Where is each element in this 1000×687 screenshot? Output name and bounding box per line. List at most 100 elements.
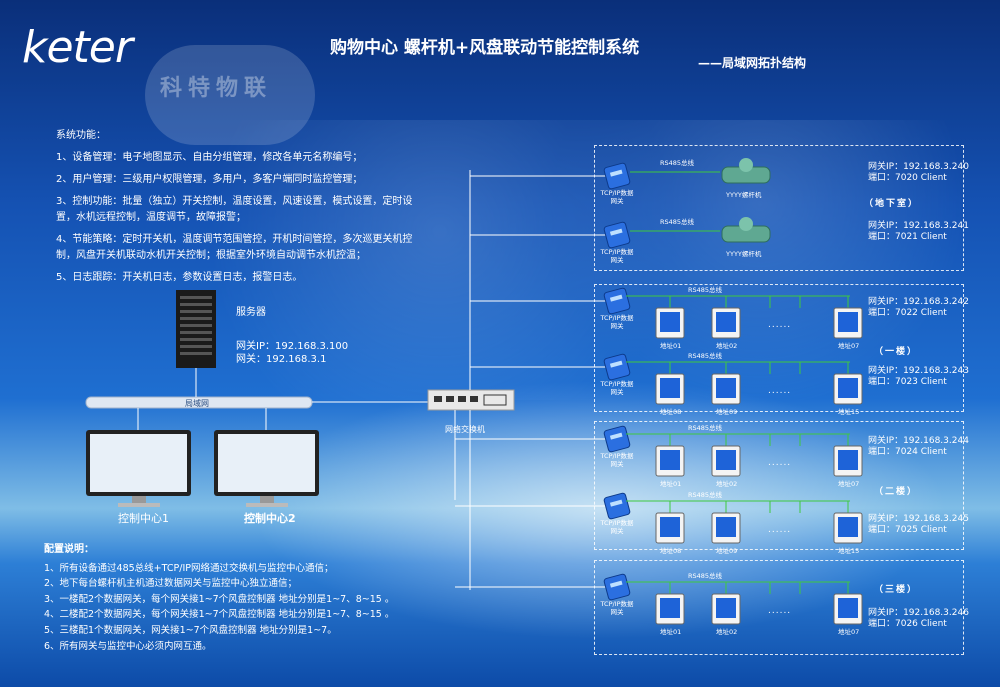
system-features: 系统功能： 1、设备管理：电子地图显示、自由分组管理，修改各单元名称编号； 2、…	[56, 128, 421, 292]
fan-coil-controller-icon	[833, 445, 863, 477]
gateway-label: TCP/IP数据网关	[600, 519, 634, 535]
control-center-1-label: 控制中心1	[118, 512, 169, 525]
gateway-ip: 网关IP：192.168.3.242	[868, 297, 969, 307]
floor-label-f1: （一楼）	[874, 347, 919, 357]
config-heading: 配置说明：	[44, 544, 94, 555]
fan-coil-controller-icon	[655, 512, 685, 544]
gateway-ip: 网关IP：192.168.3.241	[868, 221, 969, 231]
gateway-device-icon	[603, 287, 631, 315]
server-label: 服务器	[236, 307, 266, 318]
feature-item: 5、日志跟踪：开关机日志，参数设置日志，报警日志。	[56, 272, 303, 283]
gateway-info-2: 网关IP：192.168.3.241 端口：7021 Client	[868, 221, 969, 243]
zone-floor-2	[594, 421, 964, 550]
gateway-label: TCP/IP数据网关	[600, 189, 634, 205]
lan-label: 局域网	[185, 399, 209, 408]
rs485-label: RS485总线	[688, 572, 723, 580]
feature-item: 2、用户管理：三级用户权限管理，多用户，多客户端同时监控管理；	[56, 174, 363, 185]
rs485-label: RS485总线	[688, 286, 723, 294]
screw-chiller-icon	[721, 158, 771, 184]
zone-floor-3	[594, 560, 964, 655]
gateway-port: 端口：7021 Client	[868, 232, 947, 242]
gateway-ip: 网关IP：192.168.3.246	[868, 608, 969, 618]
background-glow	[250, 380, 950, 640]
address-label: 地址15	[838, 547, 860, 555]
fan-coil-controller-icon	[711, 512, 741, 544]
keter-logo: keter	[22, 22, 133, 73]
gateway-info-1: 网关IP：192.168.3.240 端口：7020 Client	[868, 162, 969, 184]
fan-coil-controller-icon	[833, 593, 863, 625]
gateway-ip: 网关IP：192.168.3.244	[868, 436, 969, 446]
floor-label-f2: （二楼）	[874, 487, 919, 497]
feature-item: 4、节能策略：定时开关机，温度调节范围管控，开机时间管控，多次巡更关机控制，风盘…	[56, 234, 413, 261]
address-label: 地址07	[838, 342, 860, 350]
features-heading: 系统功能：	[56, 130, 106, 141]
server-gateway: 网关：192.168.3.1	[236, 354, 327, 365]
address-label: 地址01	[660, 480, 682, 488]
server-gateway-info: 网关IP：192.168.3.100 网关：192.168.3.1	[236, 340, 348, 366]
floor-label-basement: （地下室）	[864, 199, 920, 209]
gateway-port: 端口：7024 Client	[868, 447, 947, 457]
zone-basement	[594, 145, 964, 271]
server-gateway-ip: 网关IP：192.168.3.100	[236, 341, 349, 352]
gateway-ip: 网关IP：192.168.3.240	[868, 162, 969, 172]
gateway-port: 端口：7026 Client	[868, 619, 947, 629]
fan-coil-controller-icon	[655, 307, 685, 339]
rs485-label: RS485总线	[688, 352, 723, 360]
gateway-device-icon	[603, 353, 631, 381]
gateway-ip: 网关IP：192.168.3.245	[868, 514, 969, 524]
config-item: 5、三楼配1个数据网关，网关接1~7个风盘控制器 地址分别是1~7。	[44, 624, 337, 636]
fan-coil-controller-icon	[655, 593, 685, 625]
address-label: 地址01	[660, 342, 682, 350]
gateway-info-3: 网关IP：192.168.3.242 端口：7022 Client	[868, 297, 969, 319]
address-label: 地址08	[660, 408, 682, 416]
fan-coil-controller-icon	[833, 307, 863, 339]
address-label: 地址09	[716, 408, 738, 416]
watermark-cloud	[145, 45, 315, 145]
gateway-device-icon	[603, 425, 631, 453]
fan-coil-controller-icon	[833, 512, 863, 544]
rs485-label: RS485总线	[688, 424, 723, 432]
chiller-label: YYYY螺杆机	[726, 250, 762, 258]
gateway-info-6: 网关IP：192.168.3.245 端口：7025 Client	[868, 514, 969, 536]
diagram-title: 购物中心 螺杆机+风盘联动节能控制系统	[330, 38, 640, 58]
ellipsis: ......	[768, 525, 792, 535]
fan-coil-controller-icon	[711, 593, 741, 625]
fan-coil-controller-icon	[833, 373, 863, 405]
gateway-info-4: 网关IP：192.168.3.243 端口：7023 Client	[868, 366, 969, 388]
diagram-subtitle: ——局域网拓扑结构	[698, 56, 807, 70]
config-item: 6、所有网关与监控中心必须内网互通。	[44, 640, 212, 652]
fan-coil-controller-icon	[655, 445, 685, 477]
ellipsis: ......	[768, 458, 792, 468]
gateway-device-icon	[603, 162, 631, 190]
gateway-device-icon	[603, 221, 631, 249]
address-label: 地址07	[838, 628, 860, 636]
fan-coil-controller-icon	[711, 373, 741, 405]
address-label: 地址01	[660, 628, 682, 636]
gateway-ip: 网关IP：192.168.3.243	[868, 366, 969, 376]
server-icon	[176, 290, 216, 368]
switch-label: 网络交换机	[445, 425, 485, 434]
screw-chiller-icon	[721, 217, 771, 243]
gateway-label: TCP/IP数据网关	[600, 600, 634, 616]
watermark-text: 科特物联	[160, 75, 273, 101]
gateway-port: 端口：7022 Client	[868, 308, 947, 318]
rs485-label: RS485总线	[688, 491, 723, 499]
address-label: 地址02	[716, 342, 738, 350]
gateway-info-5: 网关IP：192.168.3.244 端口：7024 Client	[868, 436, 969, 458]
config-item: 2、地下每台螺杆机主机通过数据网关与监控中心独立通信；	[44, 578, 298, 590]
monitor-icon	[214, 430, 319, 507]
gateway-port: 端口：7023 Client	[868, 377, 947, 387]
fan-coil-controller-icon	[655, 373, 685, 405]
gateway-label: TCP/IP数据网关	[600, 314, 634, 330]
floor-label-f3: （三楼）	[874, 585, 919, 595]
gateway-label: TCP/IP数据网关	[600, 248, 634, 264]
control-center-2-label: 控制中心2	[244, 512, 296, 525]
zone-floor-1	[594, 284, 964, 412]
background-map	[200, 120, 1000, 400]
address-label: 地址02	[716, 480, 738, 488]
address-label: 地址15	[838, 408, 860, 416]
gateway-port: 端口：7025 Client	[868, 525, 947, 535]
config-item: 4、二楼配2个数据网关，每个网关接1~7个风盘控制器 地址分别是1~7、8~15…	[44, 609, 395, 621]
